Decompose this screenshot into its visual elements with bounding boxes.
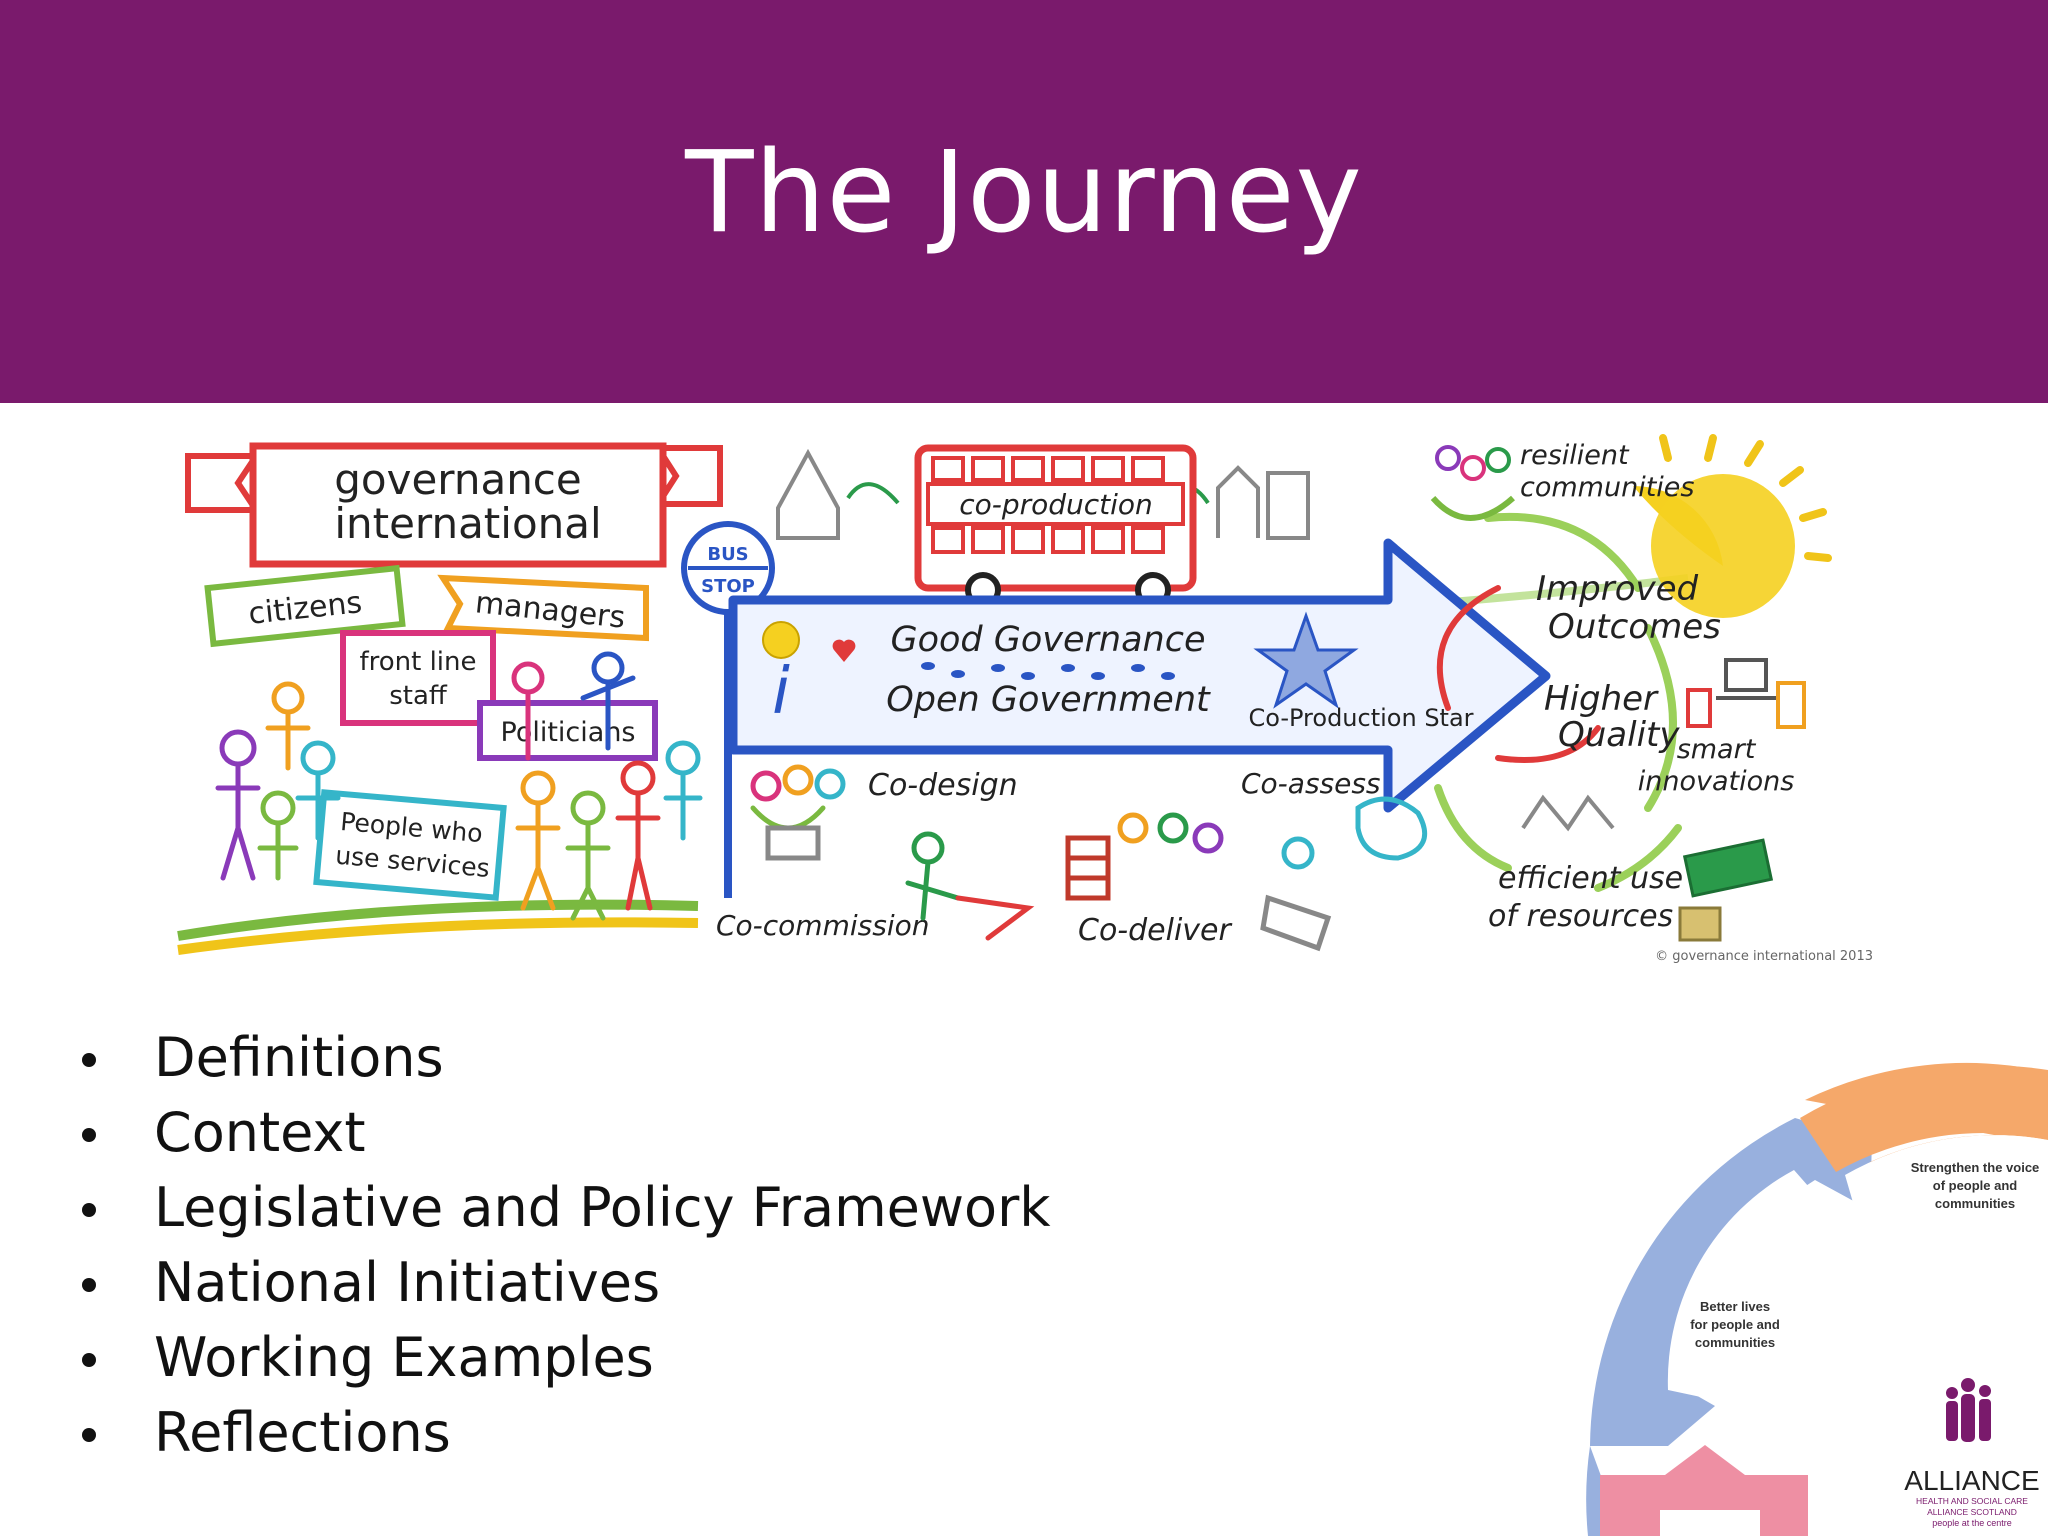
co-production-bus: co-production: [914, 444, 1197, 608]
bus-stop-label2: STOP: [701, 576, 755, 597]
arrow-line2: Open Government: [886, 680, 1211, 720]
banner-line2: international: [334, 499, 601, 548]
higher-line2: Quality: [1558, 715, 1680, 755]
list-item: Working Examples: [68, 1320, 1051, 1395]
co-production-illustration: governance international citizens manage…: [177, 434, 1873, 964]
list-item: Context: [68, 1095, 1051, 1170]
front-line-label1: front line: [359, 647, 476, 677]
wheel-segment-blue: [1590, 1118, 1872, 1446]
co-assess-label: Co-assess: [1241, 767, 1381, 800]
wheel-blue-line2: for people and: [1690, 1317, 1780, 1332]
arrow-line1: Good Governance: [890, 620, 1205, 660]
co-deliver-label: Co-deliver: [1078, 913, 1233, 948]
co-design-label: Co-design: [868, 768, 1018, 803]
wheel-blue-line1: Better lives: [1700, 1299, 1770, 1314]
bus-stop-label1: BUS: [707, 544, 748, 565]
journey-arrow: i Good Governance Open Government Co-Pro…: [728, 538, 1551, 813]
alliance-logo: ALLIANCE HEALTH AND SOCIAL CARE ALLIANCE…: [1904, 1378, 2040, 1528]
improved-line1: Improved: [1536, 569, 1699, 609]
logo-line1: HEALTH AND SOCIAL CARE: [1916, 1496, 2028, 1506]
resilient-line1: resilient: [1520, 440, 1630, 471]
bus-stop: BUS STOP: [681, 521, 775, 898]
sun-icon: [1633, 434, 1832, 618]
wheel-blue-line3: communities: [1695, 1335, 1775, 1350]
banner-line1: governance: [334, 455, 582, 504]
logo-line2: ALLIANCE SCOTLAND: [1927, 1507, 2017, 1517]
wheel-orange-line1: Strengthen the voice: [1911, 1160, 2040, 1175]
alliance-outcomes-wheel: Strengthen the voice of people and commu…: [1586, 1062, 2048, 1536]
devices-icon: [1686, 658, 1806, 729]
efficient-line2: of resources: [1488, 899, 1673, 934]
logo-tagline: people at the centre: [1932, 1518, 2012, 1528]
crowd-figures: [215, 651, 703, 921]
co-commission-label: Co-commission: [716, 909, 929, 942]
front-line-staff-sign: front line staff: [340, 630, 496, 726]
wheel-segment-blue-inner: [1667, 1170, 1900, 1400]
efficient-line1: efficient use: [1498, 861, 1683, 896]
higher-line1: Higher: [1544, 679, 1659, 719]
agenda-list: Definitions Context Legislative and Poli…: [68, 1020, 1051, 1470]
heart-icon: [832, 639, 856, 662]
list-item: Reflections: [68, 1395, 1051, 1470]
politicians-sign: Politicians: [477, 700, 658, 761]
politicians-label: Politicians: [501, 717, 636, 748]
stage-figures: [750, 764, 1428, 952]
community-figures: [1430, 445, 1615, 832]
logo-figures-icon: [1946, 1378, 1991, 1442]
bus-label: co-production: [959, 488, 1153, 521]
star-icon: [1253, 611, 1359, 709]
governance-banner: governance international: [185, 442, 723, 568]
smart-line2: innovations: [1638, 766, 1795, 797]
slide-title: The Journey: [685, 128, 1363, 258]
smart-line1: smart: [1677, 734, 1757, 765]
money-icon: [1678, 838, 1774, 942]
list-item: Definitions: [68, 1020, 1051, 1095]
list-item: National Initiatives: [68, 1245, 1051, 1320]
managers-sign: managers: [437, 574, 649, 642]
copyright-text: © governance international 2013: [1655, 949, 1873, 964]
logo-name: ALLIANCE: [1904, 1465, 2039, 1496]
wheel-orange-line2: of people and: [1933, 1178, 2018, 1193]
info-icon: i: [772, 655, 790, 729]
resilient-line2: communities: [1520, 472, 1694, 503]
list-item: Legislative and Policy Framework: [68, 1170, 1051, 1245]
star-label: Co-Production Star: [1248, 704, 1473, 732]
people-who-use-services-sign: People who use services: [313, 789, 507, 901]
citizens-sign: citizens: [204, 564, 406, 648]
front-line-label2: staff: [389, 681, 448, 711]
improved-line2: Outcomes: [1548, 607, 1721, 647]
wheel-orange-line3: communities: [1935, 1196, 2015, 1211]
outcomes-ring: [1434, 512, 1682, 892]
title-bar: The Journey: [0, 0, 2048, 403]
